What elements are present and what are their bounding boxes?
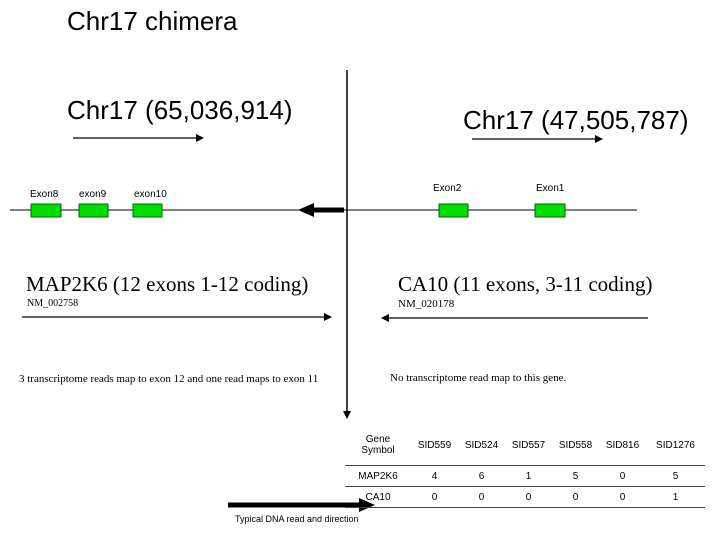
read-count-table: Gene Symbol SID559 SID524 SID557 SID558 … — [345, 425, 705, 508]
table-cell: 0 — [599, 465, 646, 487]
exon-box-exon8 — [30, 203, 62, 218]
table-cell: 1 — [646, 486, 705, 508]
table-cell: MAP2K6 — [345, 465, 411, 487]
read-arrow-head — [298, 203, 314, 217]
table-cell: 0 — [599, 486, 646, 508]
table-cell: 5 — [552, 465, 599, 487]
exon-box-exon1 — [534, 203, 566, 218]
exon-box-exon2 — [438, 203, 469, 218]
header-cell: SID816 — [599, 425, 646, 466]
header-cell: Gene Symbol — [345, 425, 411, 466]
table-cell: 0 — [505, 486, 552, 508]
table-header-row: Gene Symbol SID559 SID524 SID557 SID558 … — [345, 425, 705, 466]
exon-label-exon9: exon9 — [79, 189, 107, 200]
exon-box-exon9 — [78, 203, 109, 218]
header-cell: SID1276 — [646, 425, 705, 466]
ca10-accession: NM_020178 — [398, 298, 455, 310]
header-cell: SID524 — [458, 425, 505, 466]
table-row: CA10 0 0 0 0 0 1 — [345, 486, 705, 508]
table-cell: 0 — [458, 486, 505, 508]
table-cell: 5 — [646, 465, 705, 487]
map2k6-gene-name: MAP2K6 (12 exons 1-12 coding) — [26, 272, 309, 296]
table-cell: 0 — [411, 486, 458, 508]
exon-label-exon8: Exon8 — [30, 189, 59, 200]
header-cell: SID559 — [411, 425, 458, 466]
left-locus-label: Chr17 (65,036,914) — [67, 95, 293, 125]
header-cell: SID558 — [552, 425, 599, 466]
table-cell: 4 — [411, 465, 458, 487]
header-cell: SID557 — [505, 425, 552, 466]
legend-label: Typical DNA read and direction — [235, 514, 359, 524]
exon-label-exon1: Exon1 — [536, 183, 565, 194]
exon-label-exon2: Exon2 — [433, 183, 462, 194]
map2k6-accession: NM_002758 — [27, 298, 79, 309]
map2k6-read-note: 3 transcriptome reads map to exon 12 and… — [19, 373, 319, 385]
right-locus-label: Chr17 (47,505,787) — [463, 105, 689, 135]
ca10-read-note: No transcriptome read map to this gene. — [390, 372, 567, 384]
table-cell: CA10 — [345, 486, 411, 508]
ca10-gene-name: CA10 (11 exons, 3-11 coding) — [398, 272, 653, 296]
table-cell: 1 — [505, 465, 552, 487]
table-cell: 6 — [458, 465, 505, 487]
exon-box-exon10 — [132, 203, 163, 218]
page-title: Chr17 chimera — [67, 6, 238, 36]
exon-label-exon10: exon10 — [134, 189, 167, 200]
table-cell: 0 — [552, 486, 599, 508]
table-row: MAP2K6 4 6 1 5 0 5 — [345, 465, 705, 487]
